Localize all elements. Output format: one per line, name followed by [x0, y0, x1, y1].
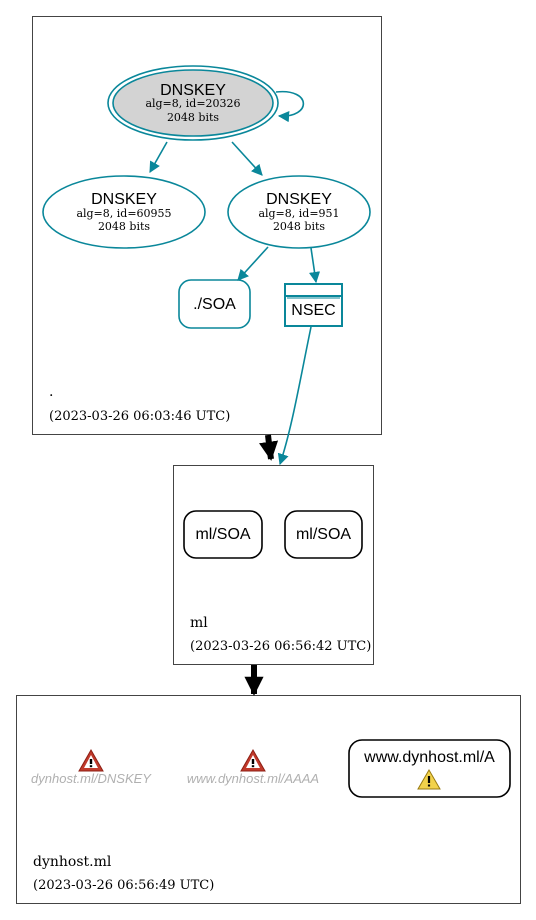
zone-dynhost-box [16, 695, 521, 904]
dynhost-dnskey-node: dynhost.ml/DNSKEY [31, 748, 152, 786]
dnskey-60955-title: DNSKEY [91, 191, 157, 208]
ml-soa-label-1: ml/SOA [195, 526, 250, 543]
dnskey-ksk-title: DNSKEY [160, 82, 226, 99]
ml-soa-label-2: ml/SOA [296, 526, 351, 543]
warning-triangle-icon [417, 769, 441, 790]
delegation-arrow-root-ml [259, 434, 279, 461]
edge-951-to-root-soa [237, 246, 269, 281]
error-triangle-icon [240, 748, 266, 772]
root-soa-label: ./SOA [193, 296, 236, 313]
dnskey-951-alg: alg=8, id=951 [258, 207, 339, 220]
error-triangle-icon [78, 748, 104, 772]
zone-dynhost-name: dynhost.ml [33, 854, 112, 870]
dnskey-ksk-node: DNSKEY alg=8, id=20326 2048 bits [107, 65, 279, 141]
edge-ksk-to-951 [231, 141, 263, 176]
root-soa-node: ./SOA [178, 279, 251, 329]
zone-root-timestamp: (2023-03-26 06:03:46 UTC) [49, 409, 230, 424]
dynhost-a-label: www.dynhost.ml/A [363, 749, 495, 766]
dnskey-60955-alg: alg=8, id=60955 [76, 207, 171, 220]
dnskey-951-title: DNSKEY [266, 191, 332, 208]
dnskey-ksk-bits: 2048 bits [167, 111, 219, 124]
dynhost-aaaa-label: www.dynhost.ml/AAAA [187, 771, 319, 786]
dnskey-60955-bits: 2048 bits [98, 220, 150, 233]
dnskey-60955-node: DNSKEY alg=8, id=60955 2048 bits [42, 175, 206, 249]
nsec-node: NSEC [284, 283, 343, 327]
nsec-label: NSEC [291, 302, 335, 319]
ksk-self-signature-edge [275, 90, 305, 123]
zone-dynhost-timestamp: (2023-03-26 06:56:49 UTC) [33, 878, 214, 893]
dynhost-a-node: www.dynhost.ml/A [348, 739, 511, 798]
dnskey-ksk-alg: alg=8, id=20326 [145, 97, 240, 110]
zone-ml-box [173, 465, 374, 665]
ml-soa-node-1: ml/SOA [183, 510, 263, 559]
edge-ksk-to-60955 [149, 141, 168, 173]
edge-nsec-to-ml-zone [277, 326, 312, 466]
edge-951-to-nsec [308, 247, 321, 284]
zone-root-name: . [49, 384, 53, 400]
dnskey-951-bits: 2048 bits [273, 220, 325, 233]
zone-ml-timestamp: (2023-03-26 06:56:42 UTC) [190, 639, 371, 654]
zone-ml-name: ml [190, 615, 208, 631]
dnskey-951-node: DNSKEY alg=8, id=951 2048 bits [227, 175, 371, 249]
dynhost-dnskey-label: dynhost.ml/DNSKEY [31, 771, 152, 786]
dynhost-aaaa-node: www.dynhost.ml/AAAA [187, 748, 319, 786]
ml-soa-node-2: ml/SOA [284, 510, 363, 559]
